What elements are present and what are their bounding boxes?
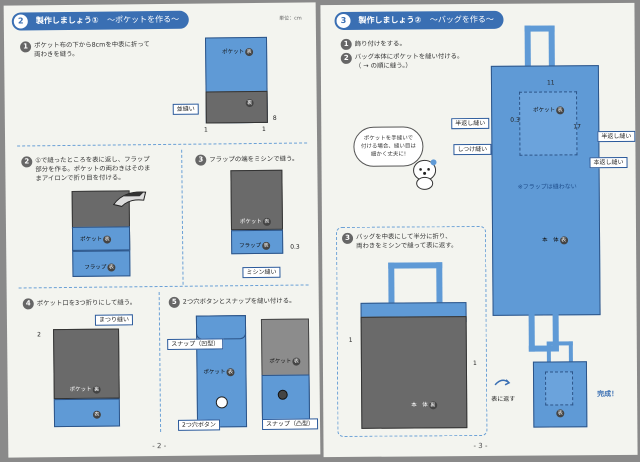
divider <box>158 292 162 433</box>
step5-number: 5 <box>168 296 180 308</box>
step3-bag-body <box>360 316 468 429</box>
step2-number: 2 <box>340 52 352 64</box>
step5-callout-snap-convex: スナップ（凸型） <box>261 418 319 430</box>
dim-top: 11 <box>546 79 555 87</box>
step1-callout-running-stitch: 並縫い <box>172 103 199 115</box>
step1-pocket-label: ポケット表 <box>222 48 254 57</box>
section-number: 2 <box>13 14 28 29</box>
step5-callout-button: 2つ穴ボタン <box>177 419 220 431</box>
divider <box>17 142 308 147</box>
step3-pocket-label: ポケット表 <box>239 217 271 226</box>
step3-flap-label: フラップ表 <box>239 241 271 250</box>
step1-number: 1 <box>20 41 32 53</box>
bag-pocket-attached <box>519 91 578 156</box>
step4-front-label: 表 <box>92 410 101 419</box>
step2-text: バッグ本体にポケットを縫い付ける。（ → の順に縫う。） <box>354 52 464 70</box>
step3-dim: 0.3 <box>290 243 300 251</box>
left-page: 2 製作しましょう① 〜ポケットを作る〜 単位：cm 1 ポケット布の下から8c… <box>3 2 321 458</box>
step4-dim: 2 <box>37 331 41 339</box>
step3-number: 3 <box>342 232 354 244</box>
unit-note: 単位：cm <box>279 15 302 22</box>
step5-pocket-label: ポケット表 <box>203 368 235 377</box>
callout-backstitch-right: 半返し縫い <box>597 130 636 143</box>
step1-mark-right: 1 <box>261 125 266 133</box>
snap-icon <box>277 389 288 400</box>
step4-callout-blind-stitch: まつり縫い <box>94 314 134 326</box>
finish-label: 完成！ <box>597 390 619 399</box>
page-number: - 2 - <box>152 441 167 451</box>
flap-note: ※フラップは縫わない <box>517 183 577 191</box>
section-subtitle: 〜バッグを作る〜 <box>429 14 494 25</box>
iron-icon <box>110 188 150 208</box>
step4-number: 4 <box>22 298 34 310</box>
button-icon <box>215 396 228 409</box>
bag-pocket-label: ポケット表 <box>533 106 565 115</box>
page-number: - 3 - <box>473 441 488 451</box>
step1-dim: 8 <box>272 114 277 122</box>
step1-folded-part <box>205 90 268 124</box>
step3-text: バッグを中表にして半分に折り、両わきをミシンで縫って表に返す。 <box>356 232 458 250</box>
step5-flap <box>195 315 247 340</box>
right-section-header: 3 製作しましょう② 〜バッグを作る〜 <box>334 10 504 31</box>
dog-mascot-icon <box>409 156 439 190</box>
step3-dim1: 1 <box>348 336 353 344</box>
section-title: 製作しましょう② <box>358 15 422 25</box>
step5-pocket-back-label: ポケット表 <box>269 357 301 366</box>
step3-handle <box>388 262 443 307</box>
section-title: 製作しましょう① <box>35 15 99 26</box>
callout-backstitch-left: 半返し縫い <box>451 117 490 130</box>
divider <box>18 284 309 289</box>
step3-body-label: 本 体裏 <box>411 401 437 410</box>
bag-handle-top <box>524 25 555 70</box>
dim-right: 17 <box>573 123 581 131</box>
step2-flap-label: フラップ表 <box>84 263 116 272</box>
step2-number: 2 <box>21 156 33 168</box>
step3-text: フラップの端をミシンで縫う。 <box>209 154 299 164</box>
step4-pocket-label: ポケット裏 <box>69 385 101 394</box>
step4-pocket-bottom <box>53 398 121 428</box>
divider <box>181 149 184 285</box>
step4-text: ポケット口を3つ折りにして縫う。 <box>36 298 137 308</box>
dim-small: 0.3 <box>510 116 520 124</box>
step1-text: 飾り付けをする。 <box>354 39 406 48</box>
turn-label: 表に返す <box>491 395 516 403</box>
step2-pocket-label: ポケット表 <box>80 235 112 244</box>
callout-basting-stitch: しつけ縫い <box>453 143 492 156</box>
section-number: 3 <box>336 13 351 28</box>
step3-dim2: 1 <box>472 360 477 368</box>
finished-front-label: 表 <box>556 409 565 418</box>
turn-arrow-icon <box>493 376 511 390</box>
bag-body-label: 本 体表 <box>542 236 568 245</box>
step1-mark-left: 1 <box>203 126 208 134</box>
step1-number: 1 <box>340 38 352 50</box>
step5-callout-snap-concave: スナップ（凹型） <box>167 338 224 350</box>
step5-text: 2つ穴ボタンとスナップを縫い付ける。 <box>182 296 296 306</box>
step1-back-label: 裏 <box>245 99 254 108</box>
step2-text: ①で縫ったところを表に返し、フラップ部分を作る。ポケットの両わきはそのままアイロ… <box>35 155 151 183</box>
right-page: 3 製作しましょう② 〜バッグを作る〜 1 飾り付けをする。 2 バッグ本体にポ… <box>320 2 638 458</box>
step3-callout-machine-stitch: ミシン縫い <box>242 266 281 279</box>
callout-back-stitch: 本返し縫い <box>589 156 628 169</box>
step3-number: 3 <box>195 154 207 166</box>
step1-text: ポケット布の下から8cmを中表に折って両わきを縫う。 <box>34 40 150 59</box>
section-subtitle: 〜ポケットを作る〜 <box>107 14 180 25</box>
finished-pocket <box>544 371 574 406</box>
left-section-header: 2 製作しましょう① 〜ポケットを作る〜 <box>11 10 190 31</box>
